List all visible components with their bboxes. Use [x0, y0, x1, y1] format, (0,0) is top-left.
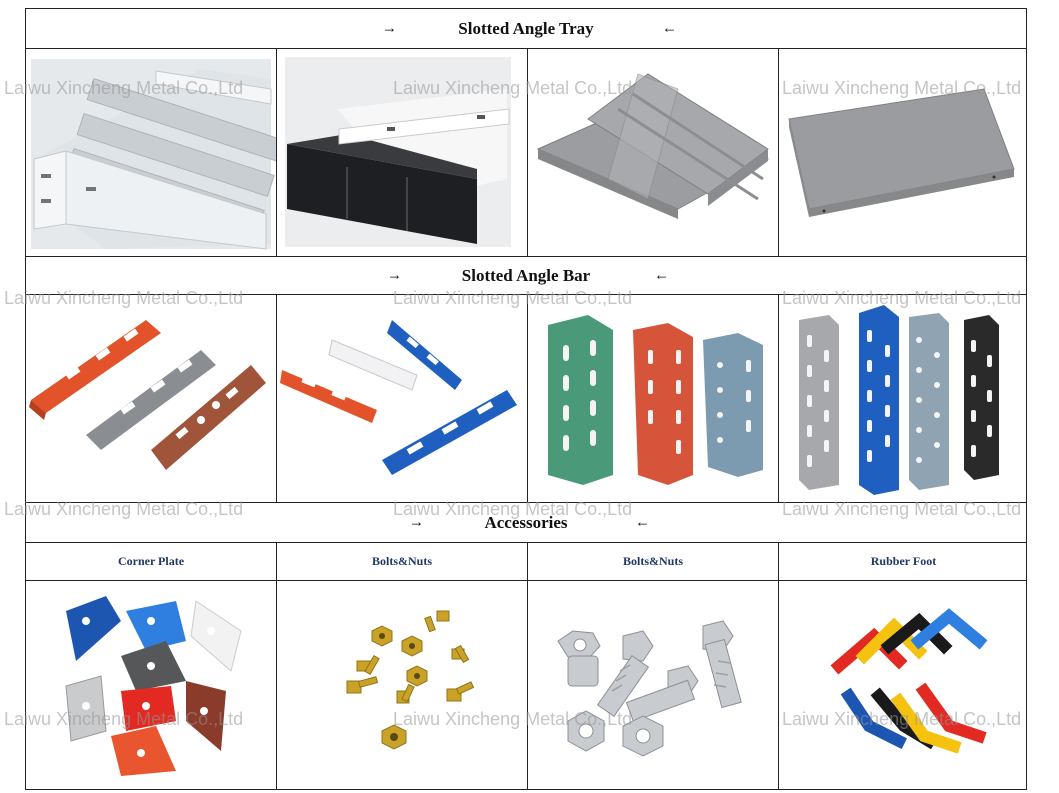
tray-image-4 [779, 49, 1028, 256]
tray-image-row [26, 49, 1026, 257]
section-header-tray: → Slotted Angle Tray ← [26, 9, 1026, 49]
accessory-label-corner-plate: Corner Plate [26, 543, 277, 580]
section-header-accessories: → Accessories ← [26, 503, 1026, 543]
accessory-image-4 [779, 581, 1028, 789]
gray-tray-stack-image [536, 73, 770, 219]
accessory-image-1 [26, 581, 277, 789]
arrow-right-icon: → [387, 267, 402, 283]
flat-gray-tray-image [788, 88, 1015, 217]
corner-plates-image [65, 596, 242, 776]
section-title-accessories: Accessories [484, 512, 568, 532]
section-header-bar: → Slotted Angle Bar ← [26, 257, 1026, 295]
orange-gray-brown-angles-image [29, 320, 266, 470]
small-bolts-nuts-image [346, 610, 475, 750]
accessory-label-row: Corner Plate Bolts&Nuts Bolts&Nuts Rubbe… [26, 543, 1026, 581]
accessory-image-row [26, 581, 1026, 789]
green-red-gray-posts-image [548, 315, 763, 485]
large-bolts-nuts-image [557, 620, 742, 757]
accessory-label-bolts-nuts-2: Bolts&Nuts [528, 543, 779, 580]
tray-image-3 [528, 49, 779, 256]
arrow-right-icon: → [382, 20, 397, 36]
tray-image-1 [26, 49, 277, 256]
accessory-label-bolts-nuts-1: Bolts&Nuts [277, 543, 528, 580]
accessory-image-3 [528, 581, 779, 789]
bar-image-1 [26, 295, 277, 502]
accessory-label-rubber-foot: Rubber Foot [870, 554, 937, 568]
arrow-left-icon: ← [654, 267, 669, 283]
section-title-tray: Slotted Angle Tray [458, 18, 594, 38]
four-vertical-posts-image [799, 305, 999, 495]
tray-image-2 [277, 49, 528, 256]
rubber-feet-image [830, 608, 988, 754]
arrow-right-icon: → [409, 514, 424, 530]
arrow-left-icon: ← [635, 514, 650, 530]
tray-with-tubes-image [31, 59, 276, 250]
arrow-left-icon: ← [662, 20, 677, 36]
bar-image-2 [277, 295, 528, 502]
product-catalog-table: → Slotted Angle Tray ← [25, 8, 1027, 790]
bar-image-4 [779, 295, 1028, 502]
bar-image-row [26, 295, 1026, 503]
white-and-black-tray-image [285, 57, 511, 247]
bar-image-3 [528, 295, 779, 502]
section-title-bar: Slotted Angle Bar [461, 265, 591, 285]
orange-white-blue-angles-image [280, 320, 517, 475]
accessory-image-2 [277, 581, 528, 789]
